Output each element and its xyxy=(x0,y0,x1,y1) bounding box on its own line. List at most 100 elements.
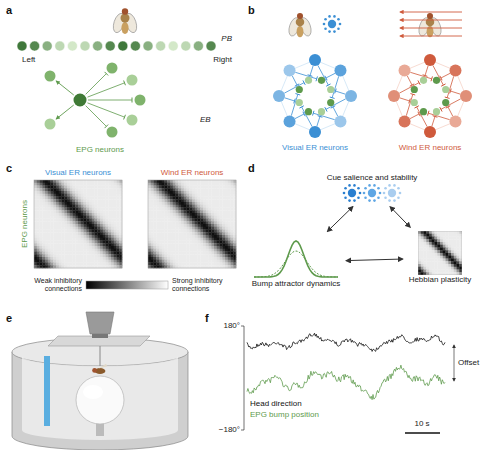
connectivity-matrix xyxy=(108,235,111,238)
visual-ring-network xyxy=(294,99,296,104)
connectivity-matrix xyxy=(95,246,98,249)
connectivity-matrix xyxy=(178,227,181,230)
connectivity-matrix xyxy=(200,241,203,244)
connectivity-matrix xyxy=(117,210,120,213)
connectivity-matrix xyxy=(151,194,154,197)
connectivity-matrix xyxy=(48,254,51,257)
connectivity-matrix xyxy=(106,213,109,216)
connectivity-matrix xyxy=(97,199,100,202)
connectivity-matrix xyxy=(40,219,43,222)
connectivity-matrix xyxy=(162,213,165,216)
connectivity-matrix xyxy=(184,180,187,183)
connectivity-matrix xyxy=(195,205,198,208)
connectivity-matrix xyxy=(92,257,95,260)
connectivity-matrix xyxy=(103,219,106,222)
connectivity-matrix xyxy=(173,183,176,186)
connectivity-matrix xyxy=(97,257,100,260)
connectivity-matrix xyxy=(59,243,62,246)
connectivity-matrix xyxy=(231,210,234,213)
visual-ring-network xyxy=(325,107,327,111)
connectivity-matrix xyxy=(42,241,45,244)
connectivity-matrix xyxy=(51,183,54,186)
connectivity-matrix xyxy=(228,221,231,224)
connectivity-matrix xyxy=(59,235,62,238)
connectivity-matrix xyxy=(86,221,89,224)
connectivity-matrix xyxy=(78,260,81,263)
connectivity-matrix xyxy=(198,246,201,249)
connectivity-matrix xyxy=(198,232,201,235)
connectivity-matrix xyxy=(167,205,170,208)
connectivity-matrix xyxy=(81,210,84,213)
connectivity-matrix xyxy=(34,180,122,268)
connectivity-matrix xyxy=(114,241,117,244)
connectivity-matrix xyxy=(48,235,51,238)
connectivity-matrix xyxy=(114,238,117,241)
connectivity-matrix xyxy=(111,224,114,227)
connectivity-matrix xyxy=(67,202,70,205)
connectivity-matrix xyxy=(151,232,154,235)
connectivity-matrix xyxy=(165,224,168,227)
connectivity-matrix xyxy=(34,243,37,246)
connectivity-matrix xyxy=(64,221,67,224)
connectivity-matrix xyxy=(148,183,151,186)
connectivity-matrix xyxy=(181,188,184,191)
connectivity-matrix xyxy=(84,257,87,260)
connectivity-matrix xyxy=(106,208,109,211)
connectivity-matrix xyxy=(184,230,187,233)
connectivity-matrix xyxy=(214,183,217,186)
connectivity-matrix xyxy=(56,202,59,205)
connectivity-matrix xyxy=(200,197,203,200)
connectivity-matrix xyxy=(220,194,223,197)
connectivity-matrix xyxy=(200,224,203,227)
connectivity-matrix xyxy=(178,246,181,249)
connectivity-matrix xyxy=(106,221,109,224)
protocerebral-bridge-row xyxy=(55,41,65,51)
connectivity-matrix xyxy=(53,191,56,194)
connectivity-matrix xyxy=(100,205,103,208)
connectivity-matrix xyxy=(45,252,48,255)
wind-ring-network xyxy=(440,107,442,111)
connectivity-matrix xyxy=(81,191,84,194)
connectivity-matrix xyxy=(100,260,103,263)
connectivity-matrix xyxy=(222,191,225,194)
connectivity-matrix xyxy=(195,224,198,227)
connectivity-matrix xyxy=(59,183,62,186)
connectivity-matrix xyxy=(97,191,100,194)
connectivity-matrix xyxy=(67,216,70,219)
connectivity-matrix xyxy=(189,243,192,246)
connectivity-matrix xyxy=(165,183,168,186)
connectivity-matrix xyxy=(225,243,228,246)
connectivity-matrix xyxy=(53,263,56,266)
connectivity-matrix xyxy=(222,202,225,205)
connectivity-matrix xyxy=(70,249,73,252)
connectivity-matrix xyxy=(73,252,76,255)
connectivity-matrix xyxy=(103,186,106,189)
connectivity-matrix xyxy=(170,241,173,244)
connectivity-matrix xyxy=(151,230,154,233)
connectivity-matrix xyxy=(92,180,95,183)
wind-ring-network xyxy=(450,91,460,94)
connectivity-matrix xyxy=(187,227,190,230)
connectivity-matrix xyxy=(184,224,187,227)
connectivity-matrix xyxy=(78,197,81,200)
connectivity-matrix xyxy=(64,208,67,211)
connectivity-matrix xyxy=(211,227,214,230)
connectivity-matrix xyxy=(114,230,117,233)
connectivity-matrix xyxy=(220,210,223,213)
connectivity-matrix xyxy=(148,243,151,246)
connectivity-matrix xyxy=(203,232,206,235)
connectivity-matrix xyxy=(195,243,198,246)
connectivity-matrix xyxy=(211,188,214,191)
connectivity-matrix xyxy=(117,241,120,244)
connectivity-matrix xyxy=(184,213,187,216)
connectivity-matrix xyxy=(81,230,84,233)
connectivity-matrix xyxy=(156,235,159,238)
connectivity-matrix xyxy=(209,183,212,186)
connectivity-matrix xyxy=(198,216,201,219)
connectivity-matrix xyxy=(173,224,176,227)
connectivity-matrix xyxy=(84,260,87,263)
connectivity-matrix xyxy=(165,210,168,213)
connectivity-matrix xyxy=(40,232,43,235)
connectivity-matrix xyxy=(151,243,154,246)
connectivity-matrix xyxy=(156,232,159,235)
